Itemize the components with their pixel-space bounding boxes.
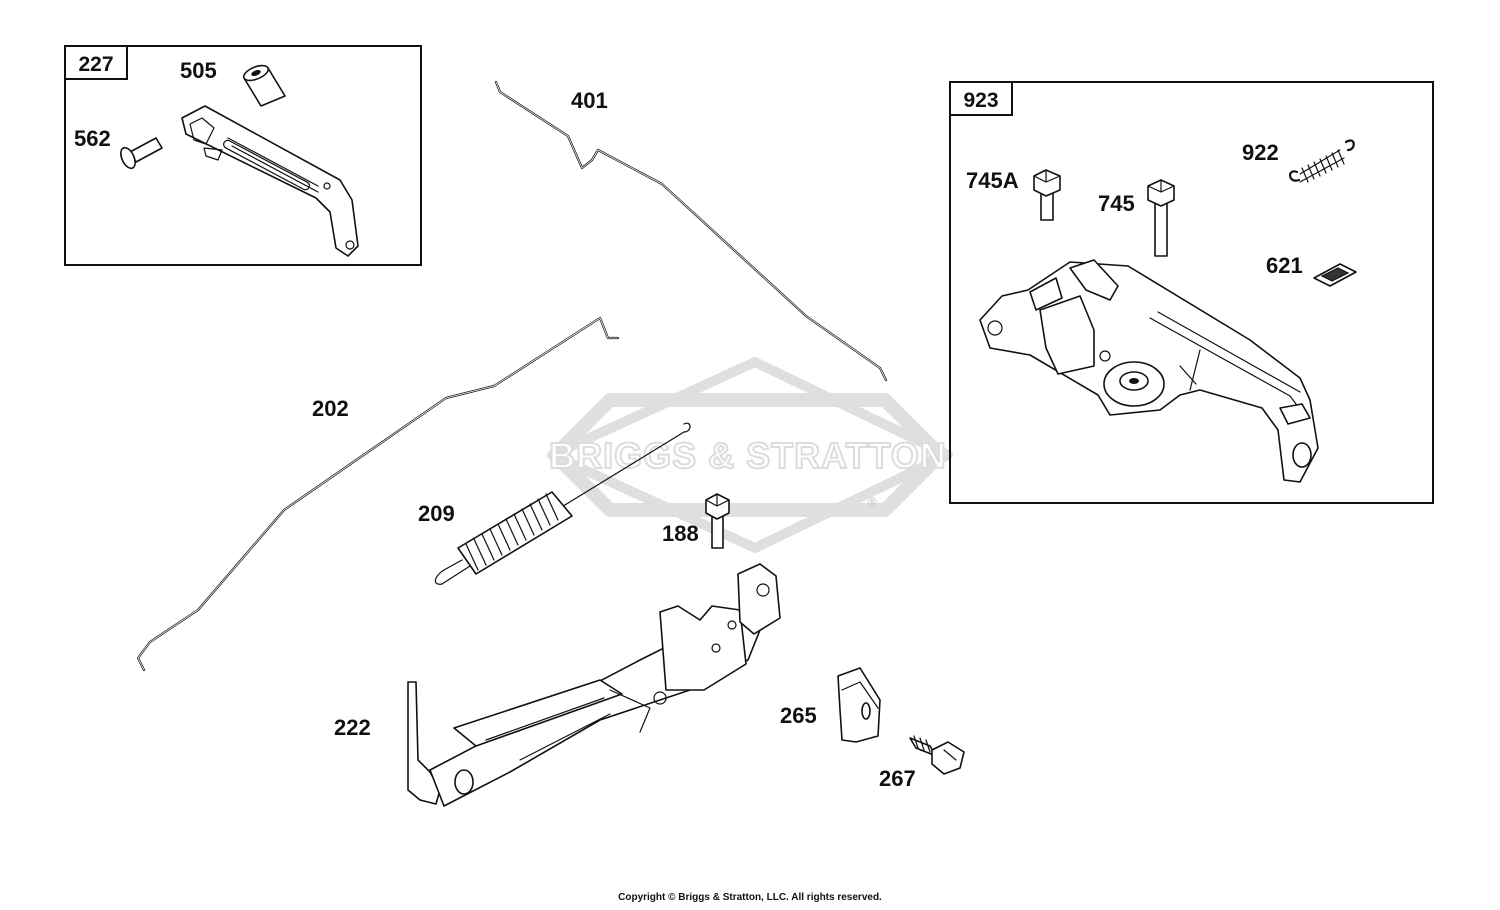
part-745-bolt [1147, 179, 1175, 257]
callout-202: 202 [312, 396, 349, 421]
callout-562: 562 [74, 126, 111, 151]
callout-265: 265 [780, 703, 817, 728]
part-923-control-plate [979, 259, 1319, 483]
part-621-clip [1313, 263, 1357, 287]
assembly-227-frame [64, 45, 422, 266]
callout-209: 209 [418, 501, 455, 526]
callout-621: 621 [1266, 253, 1303, 278]
assembly-923-frame [949, 81, 1434, 504]
assembly-923-id-box [949, 81, 1013, 116]
watermark-wordmark: BRIGGS & STRATTON [549, 435, 947, 476]
part-267-screw [909, 735, 965, 775]
copyright-notice: Copyright © Briggs & Stratton, LLC. All … [618, 892, 882, 903]
part-188-bolt [705, 493, 730, 549]
callout-745: 745 [1098, 191, 1135, 216]
part-745A-bolt [1033, 169, 1061, 221]
part-505-bushing [242, 64, 286, 107]
part-265-clip [837, 667, 881, 743]
callout-222: 222 [334, 715, 371, 740]
callout-267: 267 [879, 766, 916, 791]
assembly-923: 923 [949, 81, 1434, 504]
brand-watermark: BRIGGS & STRATTON ® [547, 357, 953, 553]
assembly-227-id: 227 [78, 53, 113, 76]
watermark-registered-mark: ® [868, 495, 877, 509]
part-922-spring [1289, 139, 1355, 183]
part-222-bracket [407, 563, 781, 807]
part-562-rivet [120, 137, 163, 170]
callout-401: 401 [571, 88, 608, 113]
assembly-227-id-box [64, 45, 128, 80]
callout-922: 922 [1242, 140, 1279, 165]
callout-labels: 505 562 401 202 209 188 222 265 267 745A… [74, 58, 1303, 791]
part-209-spring [434, 422, 691, 585]
part-401-rod [494, 80, 888, 382]
part-202-rod [136, 316, 620, 672]
assembly-923-id: 923 [963, 89, 998, 112]
part-227-lever [181, 105, 359, 257]
callout-188: 188 [662, 521, 699, 546]
assembly-227: 227 [64, 45, 422, 266]
callout-505: 505 [180, 58, 217, 83]
callout-745A: 745A [966, 168, 1019, 193]
